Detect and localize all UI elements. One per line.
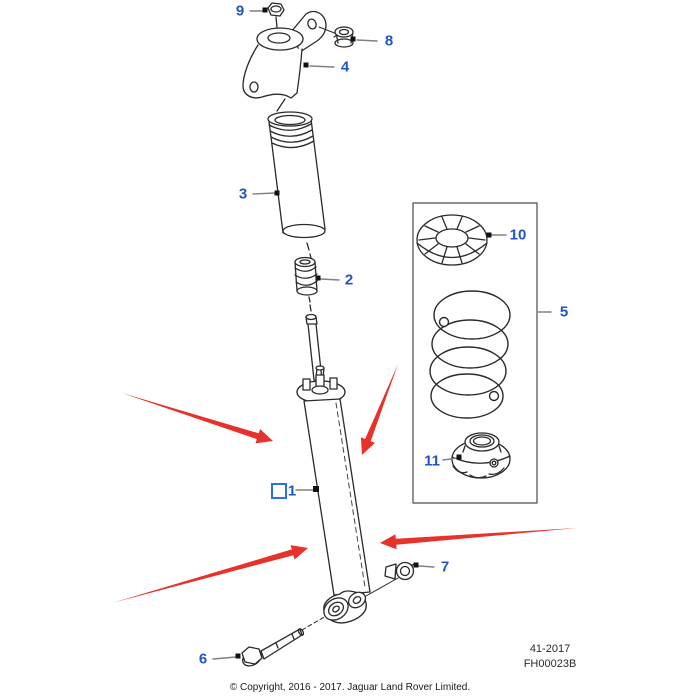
leader-lines bbox=[212, 10, 552, 660]
callout-4: 4 bbox=[340, 58, 350, 76]
red-arrow-lower-left bbox=[112, 545, 308, 603]
callout-3: 3 bbox=[238, 185, 248, 203]
callout-2: 2 bbox=[344, 271, 354, 289]
callout-9: 9 bbox=[235, 2, 245, 20]
red-arrows bbox=[112, 364, 577, 603]
clip-drawing bbox=[365, 561, 416, 597]
callout-6: 6 bbox=[198, 650, 208, 668]
callout-1-box-icon bbox=[271, 483, 287, 499]
red-arrow-upper-right bbox=[360, 364, 398, 455]
dust-cover-drawing bbox=[267, 111, 326, 239]
red-arrow-right bbox=[380, 528, 577, 550]
drawing-reference: 41-2017 FH00023B bbox=[498, 642, 602, 672]
reference-code: 41-2017 bbox=[529, 643, 571, 655]
spring-isolator-drawing bbox=[416, 214, 488, 266]
frame-code: FH00023B bbox=[523, 658, 577, 670]
coil-spring-drawing bbox=[429, 290, 511, 419]
callout-11: 11 bbox=[424, 452, 440, 470]
red-arrow-upper-left bbox=[122, 393, 273, 444]
callout-5: 5 bbox=[559, 303, 569, 321]
copyright-text: © Copyright, 2016 - 2017. Jaguar Land Ro… bbox=[229, 682, 471, 693]
callout-1: 1 bbox=[287, 482, 297, 500]
callout-10: 10 bbox=[509, 226, 527, 244]
shock-absorber-drawing bbox=[296, 365, 371, 624]
callout-7: 7 bbox=[440, 558, 450, 576]
bolt-drawing bbox=[241, 615, 327, 667]
callout-8: 8 bbox=[384, 32, 394, 50]
leader-dots bbox=[235, 7, 492, 659]
bump-stop-drawing bbox=[294, 242, 318, 303]
spring-seat-drawing bbox=[451, 432, 511, 479]
nut-8-drawing bbox=[318, 26, 354, 48]
inset-box bbox=[412, 202, 538, 504]
top-mount-drawing bbox=[242, 10, 327, 112]
